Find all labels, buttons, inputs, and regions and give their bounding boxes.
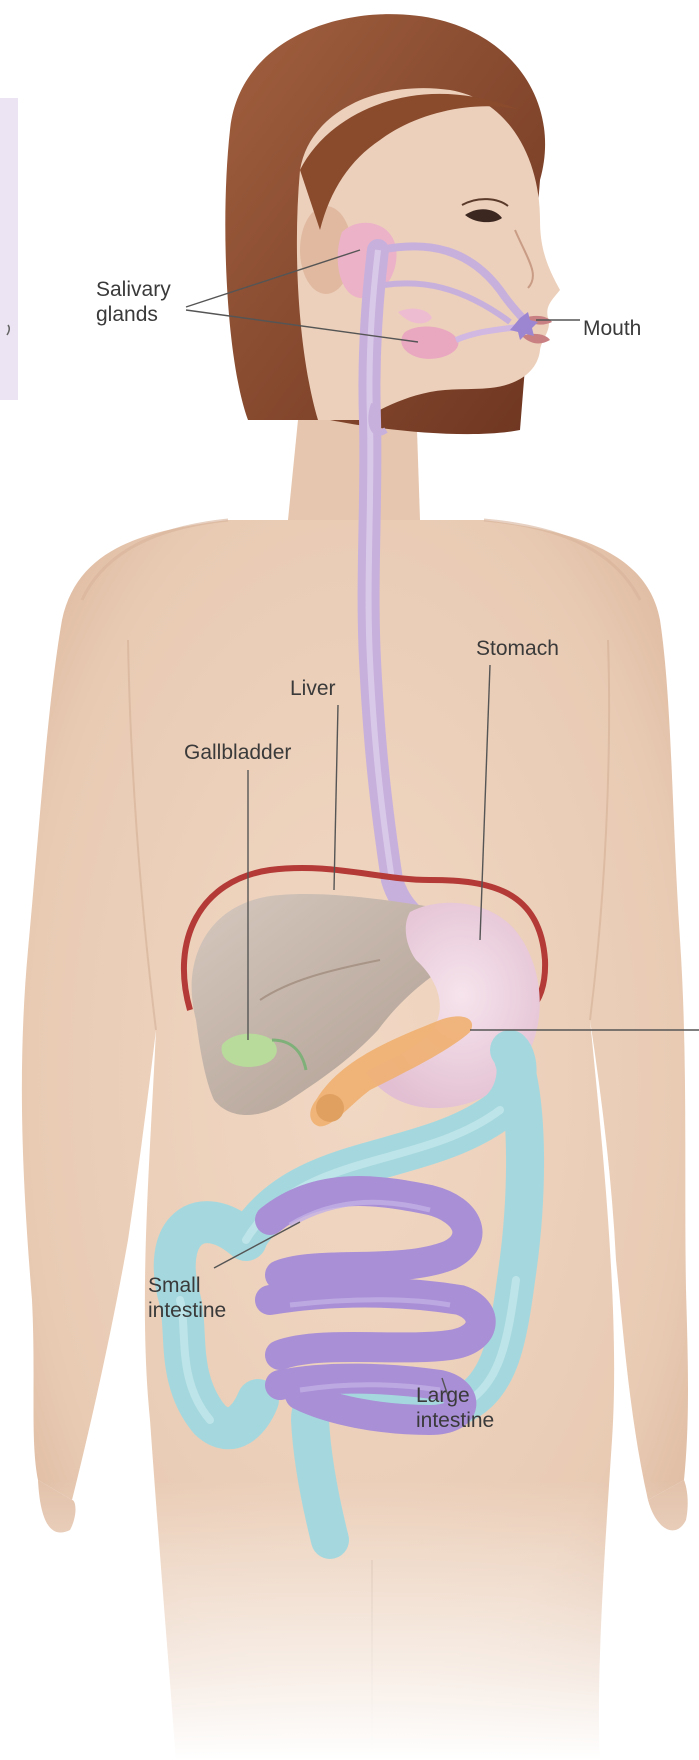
label-gallbladder: Gallbladder — [184, 740, 291, 765]
side-info-panel — [0, 98, 18, 400]
label-salivary-glands: Salivary glands — [96, 277, 171, 327]
head — [225, 14, 560, 434]
label-large-intestine: Large intestine — [416, 1383, 494, 1433]
label-small-intestine: Small intestine — [148, 1273, 226, 1323]
label-stomach: Stomach — [476, 636, 559, 661]
gallbladder — [222, 1034, 277, 1067]
label-liver: Liver — [290, 676, 336, 701]
label-mouth: Mouth — [583, 316, 641, 341]
